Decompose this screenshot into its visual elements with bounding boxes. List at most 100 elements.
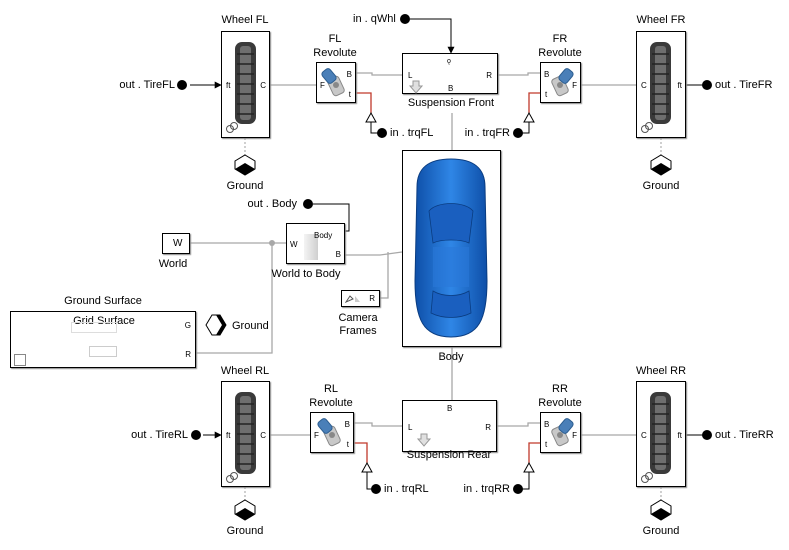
world-to-body-label: World to Body [271,268,341,280]
ground-icon[interactable] [234,499,256,521]
suspension-front-block[interactable]: ǫ L R B [402,53,498,94]
out-tirefl-dot[interactable] [177,80,187,90]
ground-connections [244,138,662,500]
ground-surface-title: Ground Surface [64,295,142,307]
ground-rr-label: Ground [642,525,680,537]
ground-rl-label: Ground [226,525,264,537]
port-b: B [344,420,350,429]
wheel-fr-title: Wheel FR [636,14,686,26]
in-trqfl-label: in . trqFL [390,127,434,139]
camera-frames-label-2: Frames [339,325,377,337]
torque-connections [348,92,545,463]
out-body-dot[interactable] [303,199,313,209]
port-l: L [408,423,413,432]
tire-icon [226,392,256,483]
in-trqrr-dot[interactable] [513,484,523,494]
car-body-icon [414,158,488,338]
port-r: R [486,71,492,80]
port-ft: ft [677,81,682,90]
port-c: C [260,431,266,440]
out-tirerr-dot[interactable] [702,430,712,440]
fl-revolute-block[interactable]: B F t [316,62,356,103]
down-arrow-icon [417,433,431,447]
port-q: ǫ [447,58,451,65]
in-trqrl-dot[interactable] [371,484,381,494]
port-b: B [448,84,454,93]
out-tirerl-dot[interactable] [191,430,201,440]
port-f: F [572,431,577,440]
rl-revolute-title-2: Revolute [309,397,353,409]
port-r: R [369,294,375,303]
port-b: B [447,404,453,413]
revolute-joint-icon [551,68,574,97]
port-ft: ft [226,81,231,90]
port-t: t [348,90,351,99]
out-tirefl-label: out . TireFL [119,79,175,91]
in-trqfr-label: in . trqFR [464,127,510,139]
wheel-rr-block[interactable]: C ft [636,381,686,487]
fr-revolute-title-2: Revolute [538,47,582,59]
suspension-rear-label: Suspension Rear [406,449,492,461]
out-tirefr-dot[interactable] [702,80,712,90]
in-qwhl-dot[interactable] [400,14,410,24]
port-c: C [641,81,647,90]
junction-dot [269,240,275,246]
ground-surface-ground-label: Ground [232,320,269,332]
port-b: B [544,70,550,79]
body-block[interactable] [402,150,501,347]
ground-symbols [205,154,672,521]
in-trqfr-dot[interactable] [513,128,523,138]
fl-revolute-title-1: FL [328,33,342,45]
camera-icon [345,295,360,303]
out-tirerl-label: out . TireRL [131,429,188,441]
rl-revolute-title-1: RL [323,383,339,395]
fl-revolute-title-2: Revolute [313,47,357,59]
world-to-body-block[interactable]: W Body B [286,223,345,264]
port-g: G [184,321,191,330]
in-trqrl-label: in . trqRL [384,483,429,495]
ground-fr-label: Ground [642,180,680,192]
port-f: F [572,81,577,90]
in-trqfl-dot[interactable] [377,128,387,138]
revolute-joint-icon [551,418,574,447]
port-c: C [260,81,266,90]
tire-icon [226,42,256,133]
world-label: World [158,258,188,270]
wheel-fl-block[interactable]: ft C [221,31,270,138]
ground-surface-block[interactable]: Grid Surface G R [10,311,196,368]
subsystem-icon [14,354,26,366]
in-qwhl-label: in . qWhl [353,13,396,25]
ground-icon[interactable] [234,154,256,176]
port-t: t [346,440,349,449]
rl-revolute-block[interactable]: B F t [310,412,354,453]
port-f: F [320,81,325,90]
port-l: L [408,71,413,80]
wheel-fr-block[interactable]: C ft [636,31,686,138]
in-trqrr-label: in . trqRR [463,483,510,495]
world-block[interactable]: W [162,233,190,254]
port-r: R [185,350,191,359]
port-ft: ft [226,431,231,440]
out-body-label: out . Body [247,198,297,210]
wheel-rl-title: Wheel RL [220,365,270,377]
rr-revolute-block[interactable]: B F t [540,412,581,453]
wheel-rl-block[interactable]: ft C [221,381,270,487]
port-b: B [544,420,550,429]
ground-surface-ground-icon[interactable] [205,314,227,336]
world-block-text: W [173,238,183,249]
out-tirerr-label: out . TireRR [715,429,774,441]
ground-icon[interactable] [650,499,672,521]
port-b: B [335,250,341,259]
camera-frames-label-1: Camera [338,312,378,324]
port-t: t [545,90,548,99]
port-r: R [485,423,491,432]
out-tirefr-label: out . TireFR [715,79,773,91]
camera-frames-block[interactable]: R [341,290,380,307]
tire-icon [641,42,671,133]
grid-surface-title: Grid Surface [73,315,135,327]
port-f: F [314,431,319,440]
fr-revolute-block[interactable]: B F t [540,62,581,103]
suspension-rear-block[interactable]: B L R [402,400,497,452]
ground-icon[interactable] [650,154,672,176]
